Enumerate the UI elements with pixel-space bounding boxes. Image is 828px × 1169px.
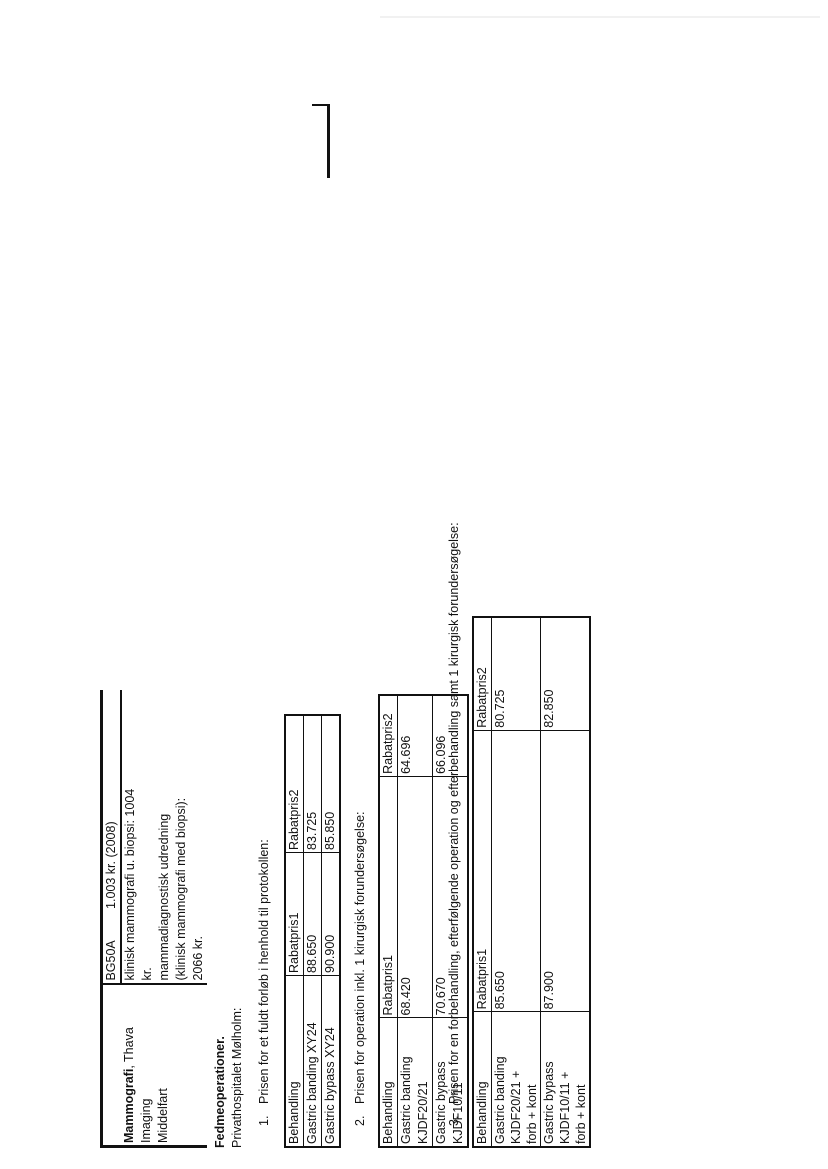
- mammografi-desc-line: klinisk mammografi u. biopsi: 1004: [123, 788, 137, 981]
- behandling-line: forb + kont: [525, 1084, 539, 1144]
- mammografi-name-bold: Mammografi: [122, 1068, 136, 1143]
- section-1-number: 1.: [257, 1115, 271, 1126]
- fedme-title: Fedmeoperationer.: [213, 1036, 227, 1148]
- behandling-line: Gastric banding KJDF20/21 +: [493, 1056, 523, 1144]
- mammografi-desc-cell: klinisk mammografi u. biopsi: 1004 kr. m…: [121, 690, 207, 984]
- mammografi-code-cell: BG50A 1.003 kr. (2008): [101, 690, 121, 984]
- mammografi-code: BG50A: [104, 940, 118, 981]
- mammografi-subtitle: Middelfart: [156, 1088, 170, 1143]
- mammografi-code-price: 1.003 kr. (2008): [104, 821, 118, 909]
- table-cell: Gastric bypass XY24: [321, 975, 340, 1147]
- table-cell: Gastric banding XY24: [303, 975, 322, 1147]
- table-cell: 68.420: [397, 776, 433, 1018]
- price-table-3: Behandling Rabatpris1 Rabatpris2 Gastric…: [472, 616, 591, 1148]
- header-cell: Behandling: [473, 1011, 492, 1147]
- table-cell: 87.900: [540, 730, 590, 1012]
- scan-edge-line: [380, 16, 820, 18]
- table-row: Gastric banding XY24 88.650 83.725: [303, 715, 322, 1147]
- table-cell: 82.850: [540, 617, 590, 731]
- header-cell: Behandling: [379, 1017, 398, 1147]
- section-2-text: Prisen for operation inkl. 1 kirurgisk f…: [353, 811, 367, 1105]
- section-1-heading: 1. Prisen for et fuldt forløb i henhold t…: [256, 226, 273, 1126]
- mammografi-desc-line: kr.: [140, 967, 154, 981]
- header-cell: Rabatpris2: [379, 695, 398, 777]
- table-cell: Gastric banding KJDF20/21: [397, 1017, 433, 1147]
- section-2-heading: 2. Prisen for operation inkl. 1 kirurgisk…: [352, 226, 369, 1127]
- table-row: Gastric banding KJDF20/21 + forb + kont …: [491, 617, 541, 1147]
- table-row: Gastric banding KJDF20/21 68.420 64.696: [397, 695, 433, 1147]
- mammografi-desc-line: 2066 kr.: [191, 936, 205, 981]
- corner-bracket-mark: [312, 104, 330, 178]
- table-cell: 88.650: [303, 852, 322, 976]
- header-cell: Rabatpris2: [473, 617, 492, 731]
- header-cell: Rabatpris1: [379, 776, 398, 1018]
- table-header-row: Behandling Rabatpris1 Rabatpris2: [473, 617, 492, 1147]
- header-cell: Behandling: [285, 975, 304, 1147]
- section-3-text: Prisen for en forbehandling, efterfølgen…: [447, 522, 461, 1104]
- table-row: Gastric bypass XY24 90.900 85.850: [321, 715, 340, 1147]
- table-cell: Gastric banding KJDF20/21 + forb + kont: [491, 1011, 541, 1147]
- header-cell: Rabatpris1: [473, 730, 492, 1012]
- price-table-1: Behandling Rabatpris1 Rabatpris2 Gastric…: [284, 714, 341, 1148]
- header-cell: Rabatpris2: [285, 715, 304, 853]
- table-cell: Gastric bypass KJDF10/11 + forb + kont: [540, 1011, 590, 1147]
- mammografi-name-cell: Mammografi, Thava Imaging Middelfart: [121, 984, 207, 1147]
- table-cell: 83.725: [303, 715, 322, 853]
- table-cell: 85.850: [321, 715, 340, 853]
- mammografi-blank-cell: [102, 984, 122, 1147]
- section-3-number: 3.: [447, 1115, 461, 1126]
- rotated-page-content: BG50A 1.003 kr. (2008) Mammografi, Thava…: [92, 8, 592, 1148]
- fedme-heading-block: Fedmeoperationer. Privathospitalet Mølho…: [212, 648, 246, 1148]
- header-cell: Rabatpris1: [285, 852, 304, 976]
- table-header-row: Behandling Rabatpris1 Rabatpris2: [379, 695, 398, 1147]
- mammografi-desc-line: (klinisk mammografi med biopsi):: [174, 797, 188, 981]
- table-header-row: Behandling Rabatpris1 Rabatpris2: [285, 715, 304, 1147]
- table-cell: 90.900: [321, 852, 340, 976]
- fedme-subtitle: Privathospitalet Mølholm:: [230, 1007, 244, 1148]
- table-cell: 85.650: [491, 730, 541, 1012]
- table-cell: 64.696: [397, 695, 433, 777]
- section-1-text: Prisen for et fuldt forløb i henhold til…: [257, 839, 271, 1104]
- table-cell: 80.725: [491, 617, 541, 731]
- mammografi-desc-line: mammadiagnostisk udredning: [157, 813, 171, 981]
- section-3-heading: 3. Prisen for en forbehandling, efterfølg…: [446, 226, 463, 1126]
- behandling-line: Gastric bypass KJDF10/11 +: [542, 1061, 572, 1144]
- behandling-line: forb + kont: [574, 1084, 588, 1144]
- section-2-number: 2.: [353, 1115, 367, 1126]
- table-row: Gastric bypass KJDF10/11 + forb + kont 8…: [540, 617, 590, 1147]
- mammografi-table: BG50A 1.003 kr. (2008) Mammografi, Thava…: [100, 690, 207, 1148]
